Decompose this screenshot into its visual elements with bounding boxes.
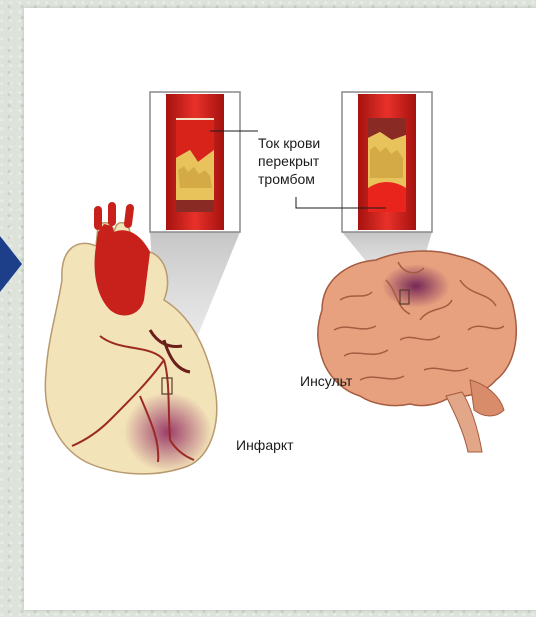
callout-line-1: Ток крови <box>258 134 320 152</box>
artery-inset-right <box>342 92 432 232</box>
infarct-label: Инфаркт <box>236 436 294 454</box>
callout-line-3: тромбом <box>258 170 320 188</box>
next-slide-arrow-icon[interactable] <box>0 236 22 292</box>
brain-drawing <box>318 251 516 452</box>
callout-line-2: перекрыт <box>258 152 320 170</box>
callout-text: Ток крови перекрыт тромбом <box>258 134 320 188</box>
stroke-label: Инсульт <box>300 372 352 390</box>
artery-inset-left <box>150 92 240 232</box>
